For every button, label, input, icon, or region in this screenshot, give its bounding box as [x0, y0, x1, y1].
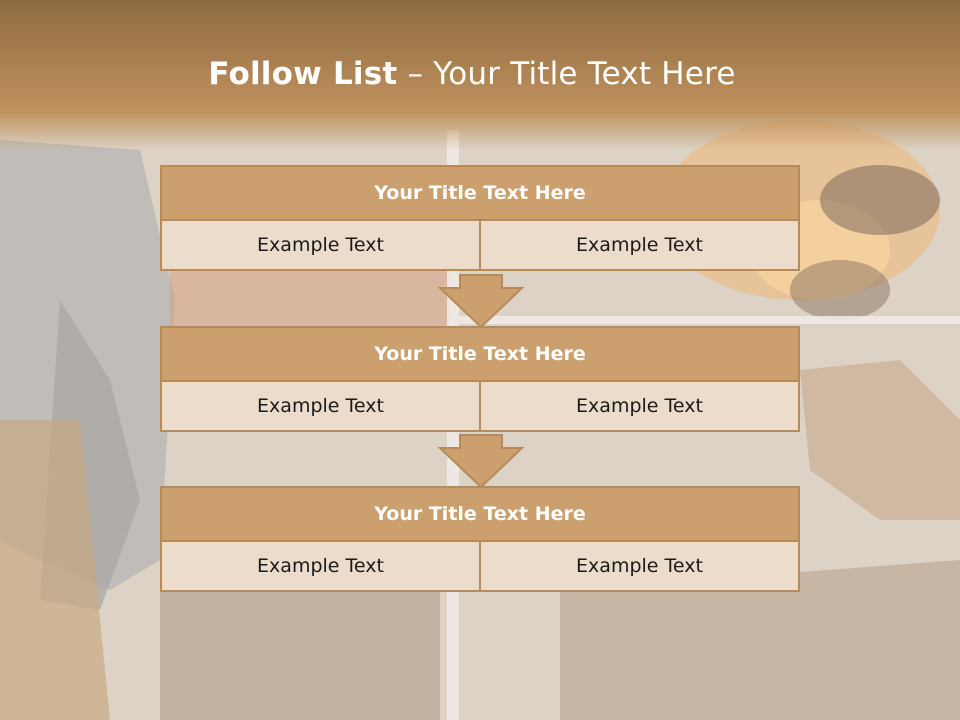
block-cell-right: Example Text [481, 542, 800, 592]
down-arrow-icon [438, 274, 524, 328]
block-cell-left: Example Text [160, 542, 481, 592]
block-row: Example Text Example Text [160, 382, 800, 432]
list-block-1: Your Title Text Here Example Text Exampl… [160, 165, 800, 271]
header-band [0, 0, 960, 150]
block-title: Your Title Text Here [160, 486, 800, 542]
block-cell-left: Example Text [160, 382, 481, 432]
title-bold: Follow List [208, 56, 398, 92]
title-rest: – Your Title Text Here [397, 56, 736, 92]
list-block-3: Your Title Text Here Example Text Exampl… [160, 486, 800, 592]
block-cell-right: Example Text [481, 382, 800, 432]
block-row: Example Text Example Text [160, 542, 800, 592]
block-title: Your Title Text Here [160, 165, 800, 221]
page-title: Follow List – Your Title Text Here [0, 56, 944, 92]
block-cell-left: Example Text [160, 221, 481, 271]
block-title: Your Title Text Here [160, 326, 800, 382]
block-row: Example Text Example Text [160, 221, 800, 271]
down-arrow-icon [438, 434, 524, 488]
block-cell-right: Example Text [481, 221, 800, 271]
list-block-2: Your Title Text Here Example Text Exampl… [160, 326, 800, 432]
